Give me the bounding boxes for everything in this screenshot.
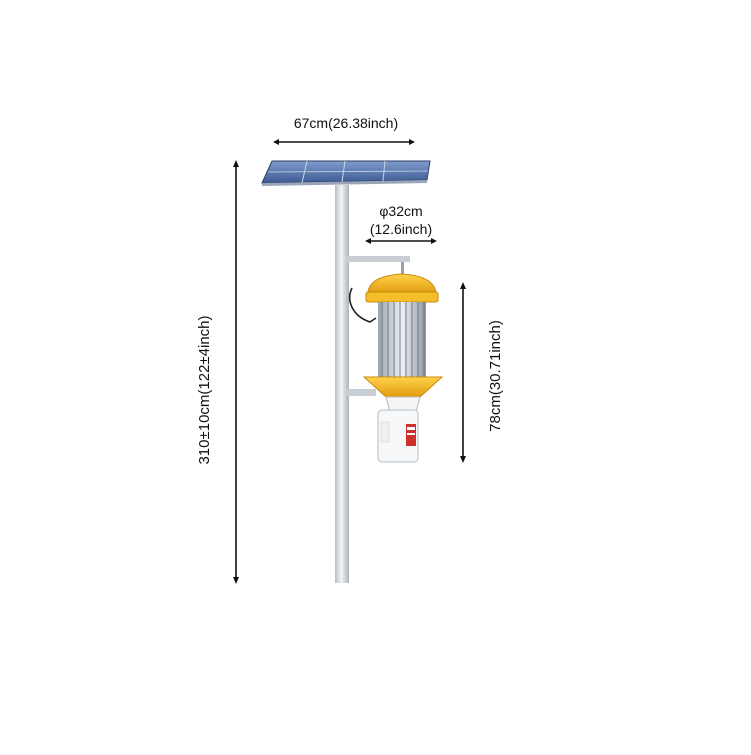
total-height-dimension: 310±10cm(122±4inch) <box>196 160 239 584</box>
total-height-label: 310±10cm(122±4inch) <box>196 315 213 464</box>
lamp-diameter-in-label: (12.6inch) <box>370 221 432 237</box>
insect-killer-lamp <box>362 273 444 463</box>
lower-bracket-arm <box>346 389 376 396</box>
lamp-height-label: 78cm(30.71inch) <box>487 320 504 432</box>
pole <box>335 185 349 583</box>
panel-width-label: 67cm(26.38inch) <box>294 115 398 131</box>
lamp-diameter-cm-label: φ32cm <box>379 203 422 219</box>
uv-tube-cage <box>378 302 426 377</box>
lamp-height-dimension: 78cm(30.71inch) <box>460 282 504 463</box>
lamp-diameter-dimension: φ32cm (12.6inch) <box>365 203 437 244</box>
panel-width-dimension: 67cm(26.38inch) <box>273 115 415 145</box>
power-cable <box>348 287 377 323</box>
upper-bracket-arm <box>346 256 410 262</box>
solar-panel <box>261 160 431 186</box>
